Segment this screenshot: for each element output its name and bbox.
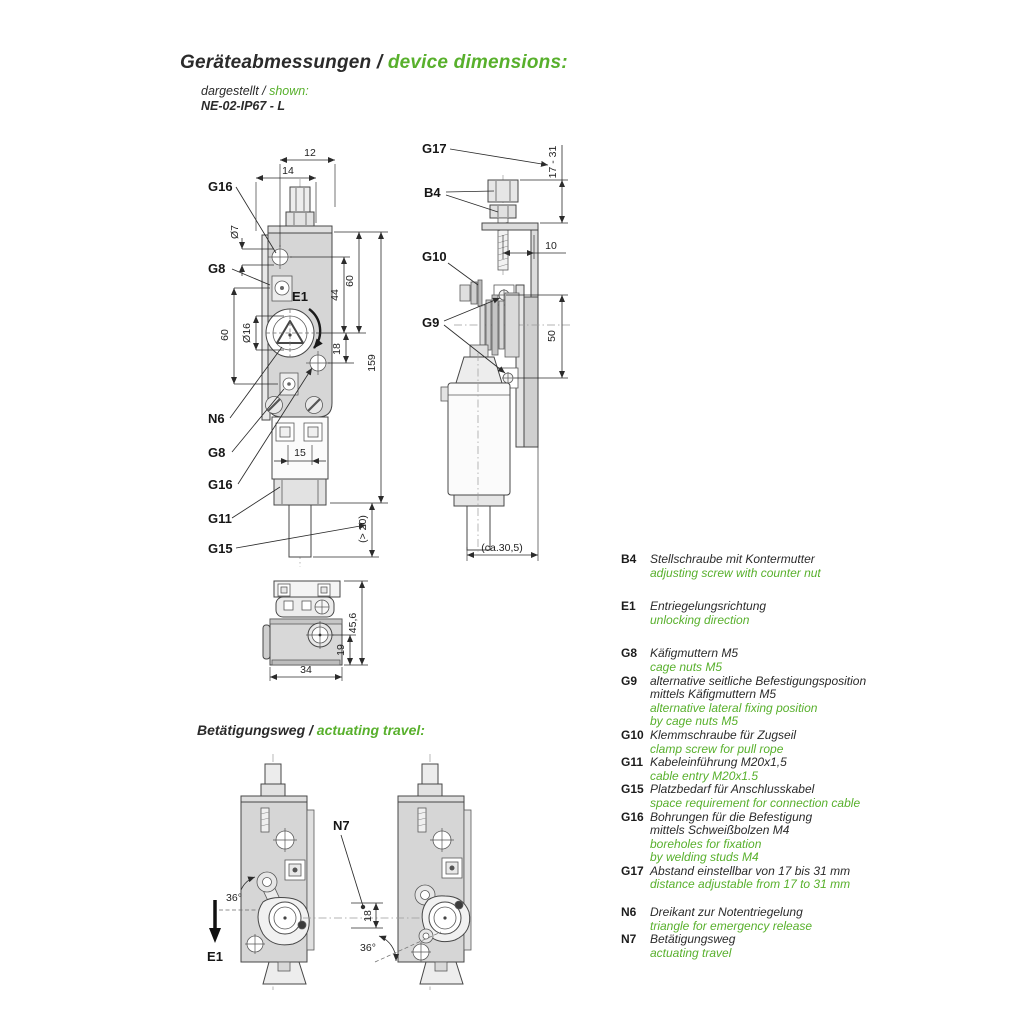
dim-44: 44 xyxy=(329,289,341,301)
side-view-body xyxy=(440,175,570,555)
shown-label-en: shown: xyxy=(269,84,309,98)
side-view-callouts: G17 B4 G10 G9 xyxy=(422,141,549,374)
dim-dia16: Ø16 xyxy=(241,323,253,343)
dim-60-right: 60 xyxy=(344,275,356,287)
dim-14: 14 xyxy=(282,165,294,177)
legend-item-g16: G16 Bohrungen für die Befestigung mittel… xyxy=(621,809,813,865)
dim-19: 19 xyxy=(335,644,347,656)
legend-key: G8 xyxy=(621,646,638,661)
legend-key: N6 xyxy=(621,905,637,920)
dim-gt20: (> 20) xyxy=(357,515,369,543)
front-view-drawing: 12 14 Ø7 60 Ø16 44 60 xyxy=(208,147,388,567)
callout-g8-bottom: G8 xyxy=(208,445,225,460)
legend-key: G16 xyxy=(621,809,644,824)
callout-b4: B4 xyxy=(424,185,441,200)
callout-n7: N7 xyxy=(333,818,350,833)
dim-12: 12 xyxy=(304,147,316,159)
dim-36-right: 36° xyxy=(360,942,376,954)
side-view-drawing: 17 - 31 10 50 (ca.30,5) G17 B4 G10 G9 xyxy=(422,141,570,561)
travel-right-switch xyxy=(397,754,472,990)
dim-15: 15 xyxy=(294,447,306,459)
bottom-view-body xyxy=(262,580,343,666)
dim-ca305: (ca.30,5) xyxy=(481,542,522,554)
legend-item-g15: G15 Platzbedarf für Anschlusskabel space… xyxy=(621,782,861,810)
legend-key: G11 xyxy=(621,755,644,770)
dim-34: 34 xyxy=(300,664,312,676)
legend-key: E1 xyxy=(621,599,636,614)
section-title-en: actuating travel: xyxy=(316,722,425,738)
callout-g10: G10 xyxy=(422,249,447,264)
callout-g8-top: G8 xyxy=(208,261,225,276)
legend-item-b4: B4 Stellschraube mit Kontermutter adjust… xyxy=(621,552,821,580)
dim-45-6: 45,6 xyxy=(347,613,359,634)
legend-item-n6: N6 Dreikant zur Notentriegelung triangle… xyxy=(621,905,813,933)
legend-key: B4 xyxy=(621,552,637,566)
page-title-de: Geräteabmessungen / xyxy=(180,52,383,73)
callout-g16-top: G16 xyxy=(208,179,233,194)
section-title-de: Betätigungsweg / xyxy=(197,722,313,738)
legend-item-n7: N7 Betätigungsweg actuating travel xyxy=(621,932,736,960)
model-name: NE-02-IP67 - L xyxy=(201,99,286,113)
dim-18: 18 xyxy=(331,343,343,355)
travel-annotations: E1 36° N7 18 36° xyxy=(207,818,442,964)
legend-item-g8: G8 Käfigmuttern M5 cage nuts M5 xyxy=(621,646,739,674)
legend-item-g11: G11 Kabeleinführung M20x1,5 cable entry … xyxy=(621,755,787,783)
travel-left-switch xyxy=(240,754,315,990)
dim-10: 10 xyxy=(545,240,557,252)
dim-17-31: 17 - 31 xyxy=(547,146,559,179)
dim-50: 50 xyxy=(546,330,558,342)
legend-key: N7 xyxy=(621,932,637,947)
callout-g16-bottom: G16 xyxy=(208,477,233,492)
bottom-view-dimensions: 45,6 19 34 xyxy=(269,580,368,681)
callout-n6: N6 xyxy=(208,411,225,426)
callout-g9: G9 xyxy=(422,315,439,330)
dim-36-left: 36° xyxy=(226,892,242,904)
legend-item-g9: G9 alternative seitliche Befestigungspos… xyxy=(621,673,867,729)
page-title: Geräteabmessungen / device dimensions: xyxy=(180,52,568,74)
bottom-view-drawing: 45,6 19 34 xyxy=(262,580,368,681)
front-view-callouts: G16 G8 E1 N6 G8 G16 G11 G15 xyxy=(208,179,367,556)
shown-block: dargestellt / shown: NE-02-IP67 - L xyxy=(201,84,309,114)
callout-e1-travel: E1 xyxy=(207,949,223,964)
legend-key: G9 xyxy=(621,673,638,688)
callout-g15: G15 xyxy=(208,541,233,556)
callout-e1: E1 xyxy=(292,289,308,304)
side-view-dimensions: 17 - 31 10 50 (ca.30,5) xyxy=(466,145,568,561)
legend: B4 Stellschraube mit Kontermutter adjust… xyxy=(621,552,941,960)
dim-159: 159 xyxy=(366,354,378,372)
legend-item-g10: G10 Klemmschraube für Zugseil clamp scre… xyxy=(621,727,797,756)
legend-key: G17 xyxy=(621,863,644,878)
actuating-travel-drawing: E1 36° N7 18 36° xyxy=(207,754,472,990)
callout-g17: G17 xyxy=(422,141,447,156)
callout-g11: G11 xyxy=(208,511,232,526)
section-title: Betätigungsweg / actuating travel: xyxy=(197,722,425,738)
front-view-body xyxy=(261,179,333,567)
dim-dia7: Ø7 xyxy=(229,225,241,239)
legend-key: G15 xyxy=(621,782,644,797)
front-view-dimensions: 12 14 Ø7 60 Ø16 44 60 xyxy=(219,147,388,558)
shown-label-de: dargestellt / xyxy=(201,84,266,98)
dim-18-travel: 18 xyxy=(362,910,374,922)
page-title-en: device dimensions: xyxy=(387,52,568,73)
legend-item-g17: G17 Abstand einstellbar von 17 bis 31 mm… xyxy=(621,863,851,892)
legend-key: G10 xyxy=(621,727,644,742)
dim-60-left: 60 xyxy=(219,329,231,341)
legend-item-e1: E1 Entriegelungsrichtung unlocking direc… xyxy=(621,599,767,627)
